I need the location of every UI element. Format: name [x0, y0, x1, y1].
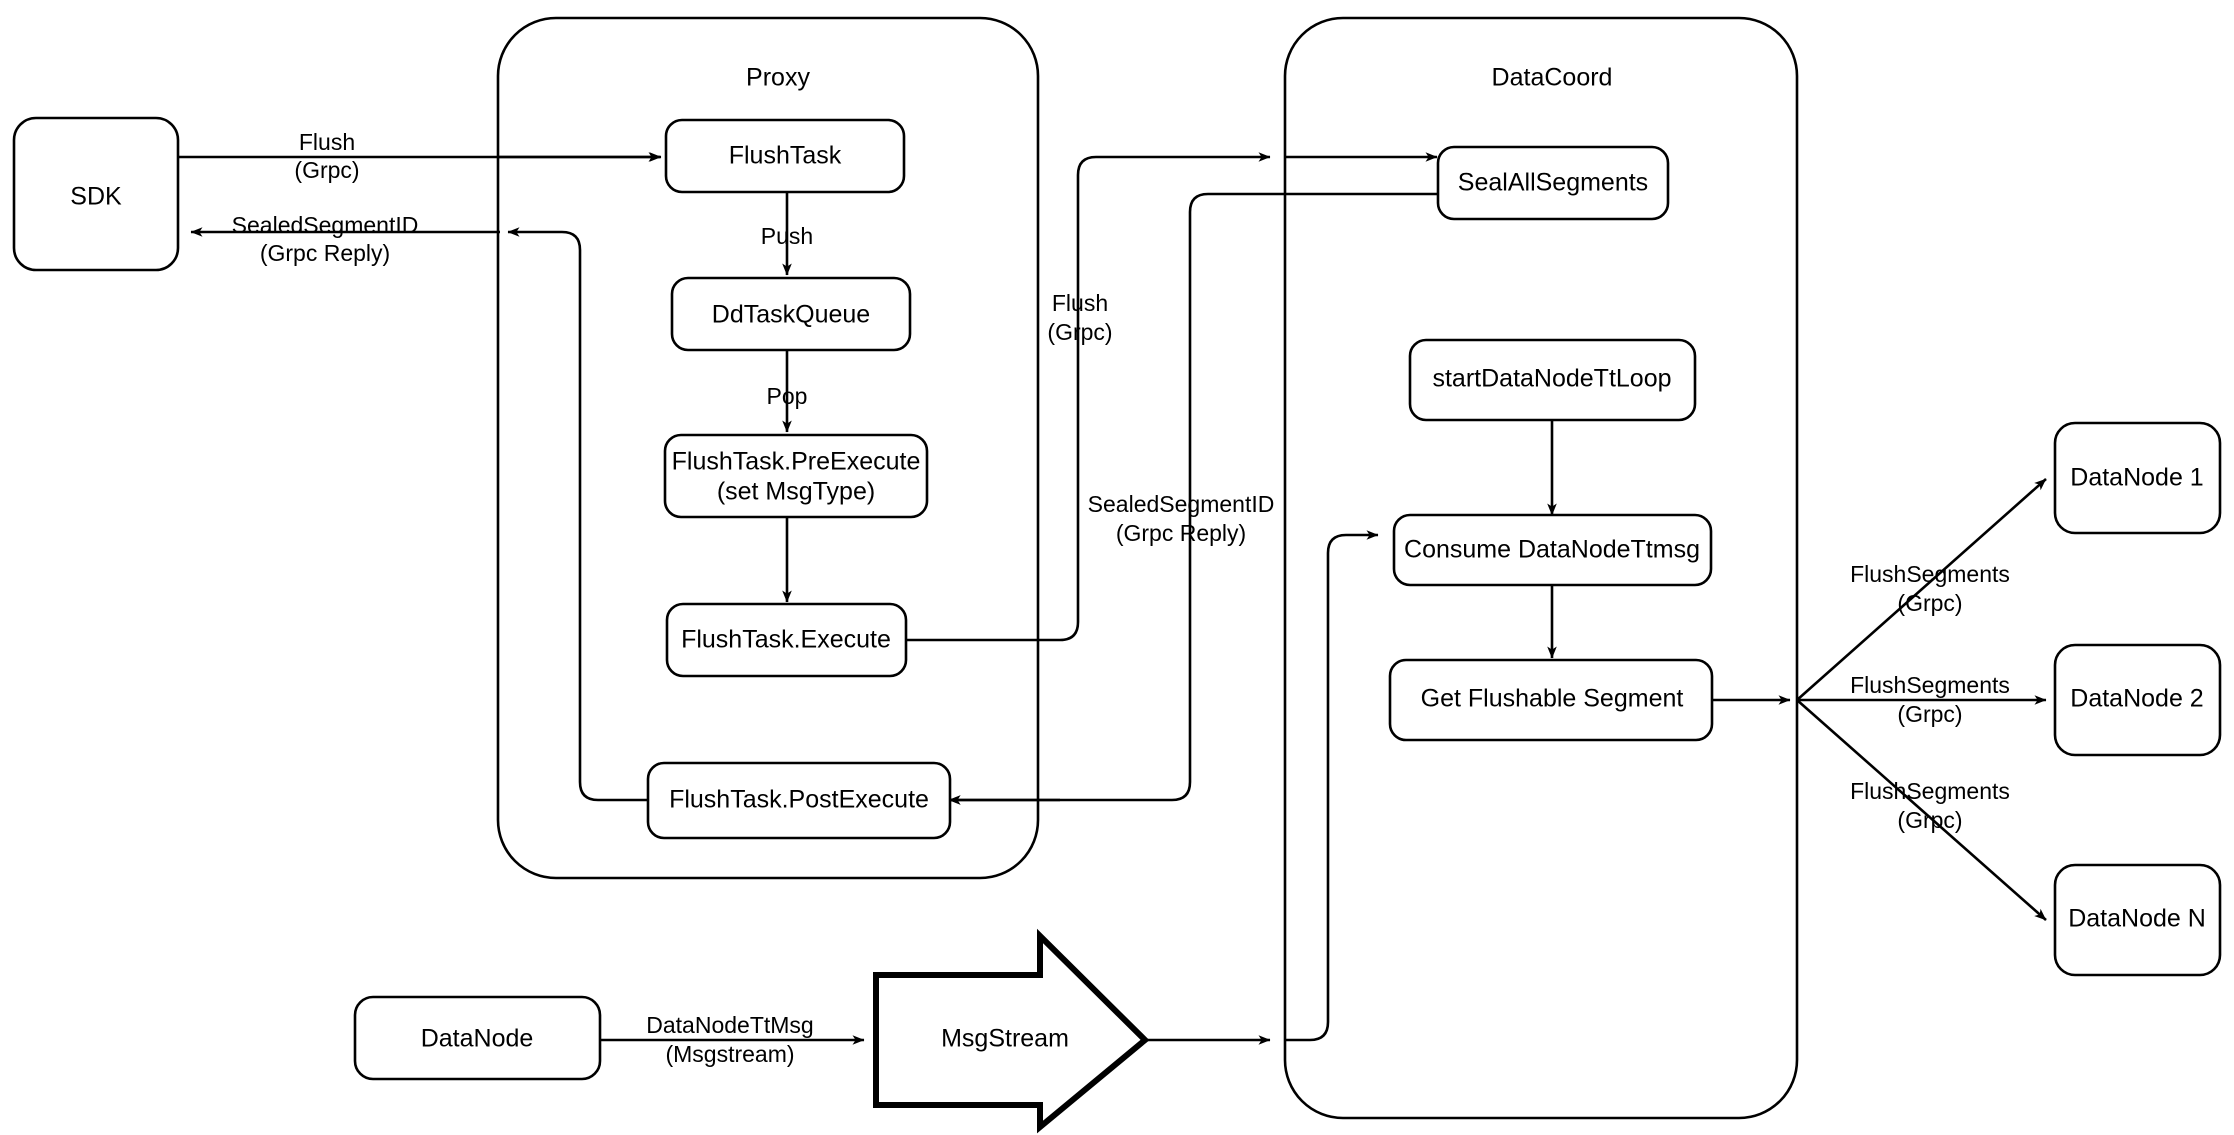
- coord-to-proxy-line1: SealedSegmentID: [1088, 491, 1275, 517]
- sdk-label: SDK: [70, 183, 122, 211]
- edge-execute-to-flush-rail: [906, 152, 1271, 642]
- datanode-source-label: DataNode: [421, 1025, 534, 1053]
- proxy-title: Proxy: [746, 64, 810, 92]
- edge-label-flush-segments-1: FlushSegments (Grpc): [1850, 561, 2010, 616]
- node-sdk[interactable]: SDK: [12, 116, 180, 272]
- edge-label-push: Push: [761, 223, 813, 249]
- sealallsegments-box[interactable]: [1436, 145, 1670, 221]
- node-datanode-2[interactable]: DataNode 2: [2053, 643, 2222, 757]
- execute-label: FlushTask.Execute: [681, 626, 891, 654]
- msgstream-arrow-shape[interactable]: [873, 928, 1150, 1134]
- preexecute-label-line1: FlushTask.PreExecute: [672, 448, 921, 476]
- flush-segments-2-line2: (Grpc): [1897, 701, 1962, 727]
- edge-label-coord-to-proxy: SealedSegmentID (Grpc Reply): [1088, 491, 1275, 546]
- node-msgstream[interactable]: MsgStream: [873, 928, 1150, 1134]
- datanode1-box[interactable]: [2053, 421, 2222, 535]
- proxy-container: [496, 16, 1040, 880]
- sdk-to-proxy-line1: Flush: [299, 129, 355, 155]
- datanode-source-box[interactable]: [353, 995, 602, 1081]
- preexecute-label-line2: (set MsgType): [717, 478, 875, 506]
- datacoord-title: DataCoord: [1492, 64, 1613, 92]
- consume-datanodettmsg-box[interactable]: [1392, 513, 1713, 587]
- sdk-box[interactable]: [12, 116, 180, 272]
- edge-label-flush-segments-2: FlushSegments (Grpc): [1850, 672, 2010, 727]
- proxy-to-sdk-line2: (Grpc Reply): [260, 240, 390, 266]
- postexecute-box[interactable]: [646, 761, 952, 840]
- flush-segments-2-line1: FlushSegments: [1850, 672, 2010, 698]
- sealallsegments-label: SealAllSegments: [1458, 169, 1648, 197]
- proxy-to-sdk-line1: SealedSegmentID: [232, 212, 419, 238]
- datanode2-label: DataNode 2: [2070, 685, 2203, 713]
- edge-label-flush-segments-n: FlushSegments (Grpc): [1850, 778, 2010, 833]
- postexecute-label: FlushTask.PostExecute: [669, 786, 929, 814]
- node-flushtask-postexecute[interactable]: FlushTask.PostExecute: [646, 761, 952, 840]
- proxy-to-coord-line2: (Grpc): [1047, 319, 1112, 345]
- getflushablesegment-label: Get Flushable Segment: [1421, 685, 1684, 713]
- datanoden-label: DataNode N: [2068, 905, 2206, 933]
- edge-label-proxy-to-coord: Flush (Grpc): [1047, 290, 1112, 345]
- edge-postexecute-to-reply-rail: [507, 227, 647, 802]
- startdatanodettloop-box[interactable]: [1408, 338, 1697, 422]
- datanoden-box[interactable]: [2053, 863, 2222, 977]
- flushtask-box[interactable]: [664, 118, 906, 194]
- edge-datacoord-to-consume: [1285, 530, 1379, 1042]
- node-flushtask-execute[interactable]: FlushTask.Execute: [665, 602, 908, 678]
- ddtaskqueue-box[interactable]: [670, 276, 912, 352]
- node-flushtask[interactable]: FlushTask: [664, 118, 906, 194]
- node-datanode-1[interactable]: DataNode 1: [2053, 421, 2222, 535]
- edge-label-proxy-to-sdk: SealedSegmentID (Grpc Reply): [232, 212, 419, 266]
- node-flushtask-preexecute[interactable]: FlushTask.PreExecute (set MsgType): [663, 433, 929, 519]
- edge-label-pop: Pop: [767, 383, 808, 409]
- execute-box[interactable]: [665, 602, 908, 678]
- datanode-ttmsg-line2: (Msgstream): [665, 1041, 794, 1067]
- datanode-ttmsg-line1: DataNodeTtMsg: [646, 1012, 813, 1038]
- msgstream-label: MsgStream: [941, 1025, 1069, 1053]
- node-consume-datanode-ttmsg[interactable]: Consume DataNodeTtmsg: [1392, 513, 1713, 587]
- consume-datanodettmsg-label: Consume DataNodeTtmsg: [1404, 536, 1700, 564]
- edge-fanout-to-datanoden: [1796, 699, 2047, 921]
- preexecute-box[interactable]: [663, 433, 929, 519]
- flush-segments-n-line1: FlushSegments: [1850, 778, 2010, 804]
- edge-fanout-to-datanode1: [1796, 478, 2047, 701]
- edge-sealallsegments-to-reply-rail: [948, 192, 1437, 805]
- edge-label-datanode-ttmsg: DataNodeTtMsg (Msgstream): [646, 1012, 813, 1067]
- ddtaskqueue-label: DdTaskQueue: [712, 301, 870, 329]
- group-proxy: Proxy: [496, 16, 1040, 880]
- flushtask-label: FlushTask: [729, 142, 842, 170]
- node-datanode-source[interactable]: DataNode: [353, 995, 602, 1081]
- getflushablesegment-box[interactable]: [1388, 658, 1714, 742]
- node-get-flushable-segment[interactable]: Get Flushable Segment: [1388, 658, 1714, 742]
- node-start-datanode-tt-loop[interactable]: startDataNodeTtLoop: [1408, 338, 1697, 422]
- sdk-to-proxy-line2: (Grpc): [294, 157, 359, 183]
- datacoord-container: [1283, 16, 1799, 1120]
- datanode2-box[interactable]: [2053, 643, 2222, 757]
- datanode1-label: DataNode 1: [2070, 464, 2203, 492]
- flush-segments-1-line1: FlushSegments: [1850, 561, 2010, 587]
- proxy-to-coord-line1: Flush: [1052, 290, 1108, 316]
- group-datacoord: DataCoord: [1283, 16, 1799, 1120]
- flush-segments-n-line2: (Grpc): [1897, 807, 1962, 833]
- coord-to-proxy-line2: (Grpc Reply): [1116, 520, 1246, 546]
- node-ddtaskqueue[interactable]: DdTaskQueue: [670, 276, 912, 352]
- edge-label-sdk-to-proxy: Flush (Grpc): [294, 129, 359, 183]
- node-datanode-n[interactable]: DataNode N: [2053, 863, 2222, 977]
- startdatanodettloop-label: startDataNodeTtLoop: [1432, 365, 1671, 393]
- node-sealallsegments[interactable]: SealAllSegments: [1436, 145, 1670, 221]
- flush-segments-1-line2: (Grpc): [1897, 590, 1962, 616]
